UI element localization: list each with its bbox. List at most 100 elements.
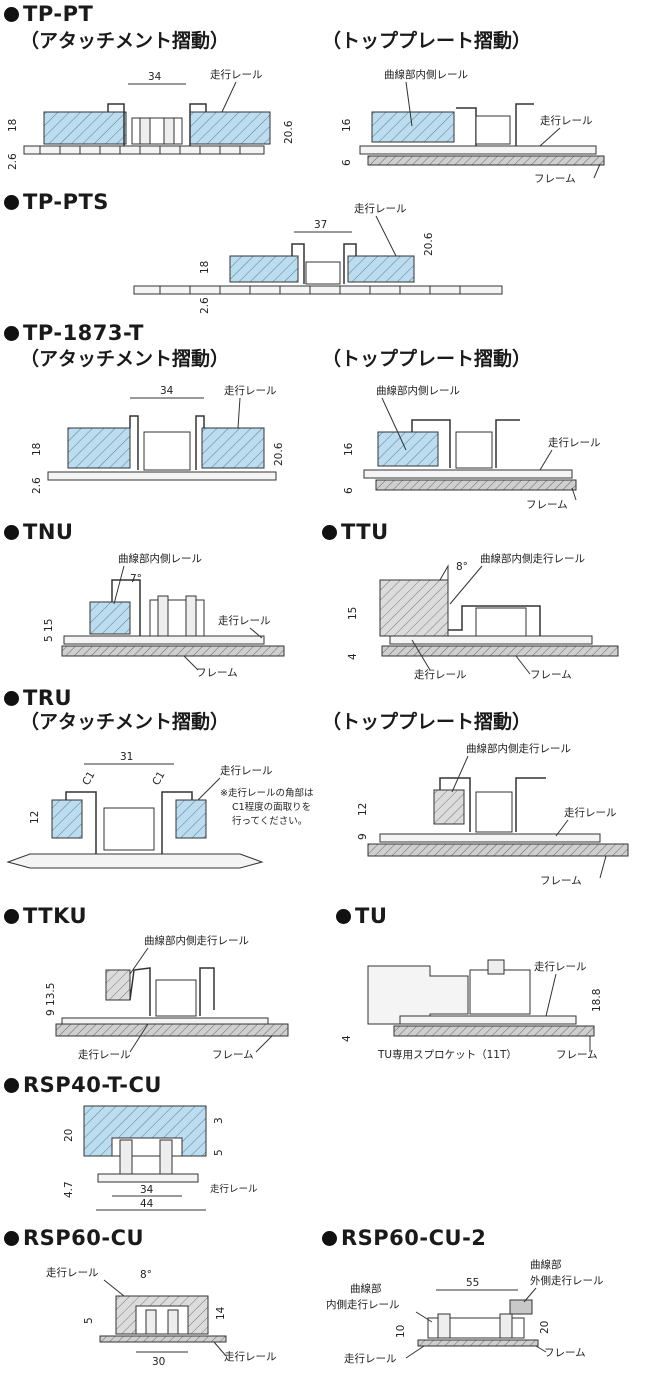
section-title-rsp40: RSP40-T-CU [4, 1075, 162, 1096]
chamfer-c1-left: C1 [80, 769, 97, 787]
label-frame: フレーム [526, 499, 568, 511]
bullet-icon [4, 909, 19, 924]
subtitle-attach: （アタッチメント摺動） [20, 30, 230, 52]
diagram-ttu: 8° 曲線部内側走行レール 走行レール フレーム 15 4 [347, 552, 619, 681]
bullet-icon [4, 525, 19, 540]
label-curve-inner: 曲線部 [350, 1282, 382, 1295]
dim-10: 10 [395, 1325, 407, 1338]
dim-9-13-5: 9 13.5 [45, 983, 57, 1016]
label-rail: 走行レール [344, 1352, 397, 1365]
dim-7-degree: 7° [130, 573, 142, 585]
label-rail: 走行レール [78, 1048, 131, 1061]
label-curve-outer: 曲線部 [530, 1258, 562, 1271]
note-chamfer-1: ※走行レールの角部は [220, 787, 314, 799]
bullet-icon [4, 195, 19, 210]
dim-31: 31 [120, 751, 133, 763]
dim-5: 5 [213, 1149, 225, 1156]
subtitle-top: （トッププレート摺動） [322, 30, 532, 52]
subtitle-attach: （アタッチメント摺動） [20, 711, 230, 733]
label-inner-rail: 曲線部内側レール [384, 68, 468, 81]
label-frame: フレーム [196, 667, 238, 679]
section-title-rsp60-2: RSP60-CU-2 [322, 1228, 486, 1249]
title-text: TP-1873-T [23, 321, 144, 345]
dim-18: 18 [199, 261, 211, 274]
label-frame: フレーム [212, 1049, 254, 1061]
label-rail: 走行レール [218, 614, 271, 627]
dim-8-degree: 8° [456, 561, 468, 573]
dim-37: 37 [314, 219, 327, 231]
label-frame: フレーム [544, 1347, 586, 1359]
title-text: RSP60-CU [23, 1226, 145, 1250]
dim-20: 20 [63, 1129, 75, 1142]
dim-30: 30 [152, 1356, 165, 1368]
dim-6: 6 [343, 487, 355, 494]
bullet-icon [322, 1231, 337, 1246]
label-rail: 走行レール [220, 764, 273, 777]
label-rail: 走行レール [210, 1183, 258, 1195]
diagram-tp-1873-top: 曲線部内側レール 走行レール フレーム 16 6 [343, 384, 601, 511]
dim-9: 9 [357, 833, 369, 840]
label-rail: 走行レール [548, 436, 601, 449]
section-title-tu: TU [336, 906, 387, 927]
label-inner-run-rail: 曲線部内側走行レール [144, 934, 249, 947]
dim-12: 12 [29, 811, 41, 824]
dim-4: 4 [341, 1035, 353, 1042]
title-text: TRU [23, 686, 73, 710]
title-text: TP-PTS [23, 190, 109, 214]
label-rail: 走行レール [46, 1266, 99, 1279]
bullet-icon [4, 691, 19, 706]
label-inner-rail: 曲線部内側レール [118, 552, 202, 565]
bullet-icon [336, 909, 351, 924]
label-tu-sprocket: TU専用スプロケット（11T） [377, 1049, 517, 1061]
diagram-rsp40-t-cu: 34 44 20 4.7 3 5 走行レール [63, 1105, 258, 1211]
label-inner-run-rail-2: 内側走行レール [326, 1298, 400, 1311]
dim-2-6: 2.6 [199, 297, 211, 314]
diagram-ttku: 曲線部内側走行レール 走行レール フレーム 9 13.5 [45, 934, 289, 1061]
label-rail: 走行レール [224, 384, 277, 397]
subtitle-attach: （アタッチメント摺動） [20, 348, 230, 370]
dim-5: 5 [83, 1317, 95, 1324]
title-text: TP-PT [23, 2, 94, 26]
title-text: TTKU [23, 904, 88, 928]
label-rail: 走行レール [564, 806, 617, 819]
label-frame: フレーム [540, 875, 582, 887]
dim-20-6: 20.6 [273, 442, 285, 466]
dim-16: 16 [341, 118, 353, 132]
dim-5-15: 5 15 [43, 619, 55, 642]
note-chamfer-3: 行ってください。 [232, 815, 307, 827]
label-rail: 走行レール [354, 202, 407, 215]
diagram-rsp60-cu-2: 55 曲線部 外側走行レール 曲線部 内側走行レール 10 20 走行レール フ… [326, 1258, 604, 1365]
title-text: RSP60-CU-2 [341, 1226, 487, 1250]
label-rail: 走行レール [534, 960, 587, 973]
subtitle-top: （トッププレート摺動） [322, 711, 532, 733]
label-frame: フレーム [530, 669, 572, 681]
label-frame: フレーム [534, 173, 576, 185]
label-rail: 走行レール [224, 1350, 277, 1363]
dim-2-6: 2.6 [31, 477, 43, 494]
diagram-tp-pts: 37 走行レール 18 2.6 20.6 [133, 202, 503, 314]
subtitle-top: （トッププレート摺動） [322, 348, 532, 370]
section-title-tnu: TNU [4, 522, 73, 543]
bullet-icon [322, 525, 337, 540]
bullet-icon [4, 1078, 19, 1093]
dim-20-6: 20.6 [283, 120, 295, 144]
title-text: TU [355, 904, 388, 928]
dim-18: 18 [31, 443, 43, 456]
diagram-tru-attach: 31 C1 C1 走行レール ※走行レールの角部は C1程度の面取りを 行ってく… [6, 751, 314, 869]
dim-34: 34 [160, 385, 174, 397]
diagram-tru-top: 曲線部内側走行レール 走行レール フレーム 12 9 [357, 742, 629, 887]
diagram-tp-pt-top: 曲線部内側レール 走行レール フレーム 16 6 [341, 68, 605, 185]
bullet-icon [4, 7, 19, 22]
dim-4: 4 [347, 653, 359, 660]
dim-55: 55 [466, 1277, 479, 1289]
dim-18-8: 18.8 [591, 989, 603, 1012]
dim-2-6: 2.6 [7, 153, 19, 170]
title-text: RSP40-T-CU [23, 1073, 162, 1097]
dim-18: 18 [7, 119, 19, 132]
dim-3: 3 [213, 1117, 225, 1124]
dim-14: 14 [215, 1306, 227, 1320]
dim-20-6: 20.6 [423, 232, 435, 256]
label-rail: 走行レール [540, 114, 593, 127]
label-inner-run-rail: 曲線部内側走行レール [466, 742, 571, 755]
